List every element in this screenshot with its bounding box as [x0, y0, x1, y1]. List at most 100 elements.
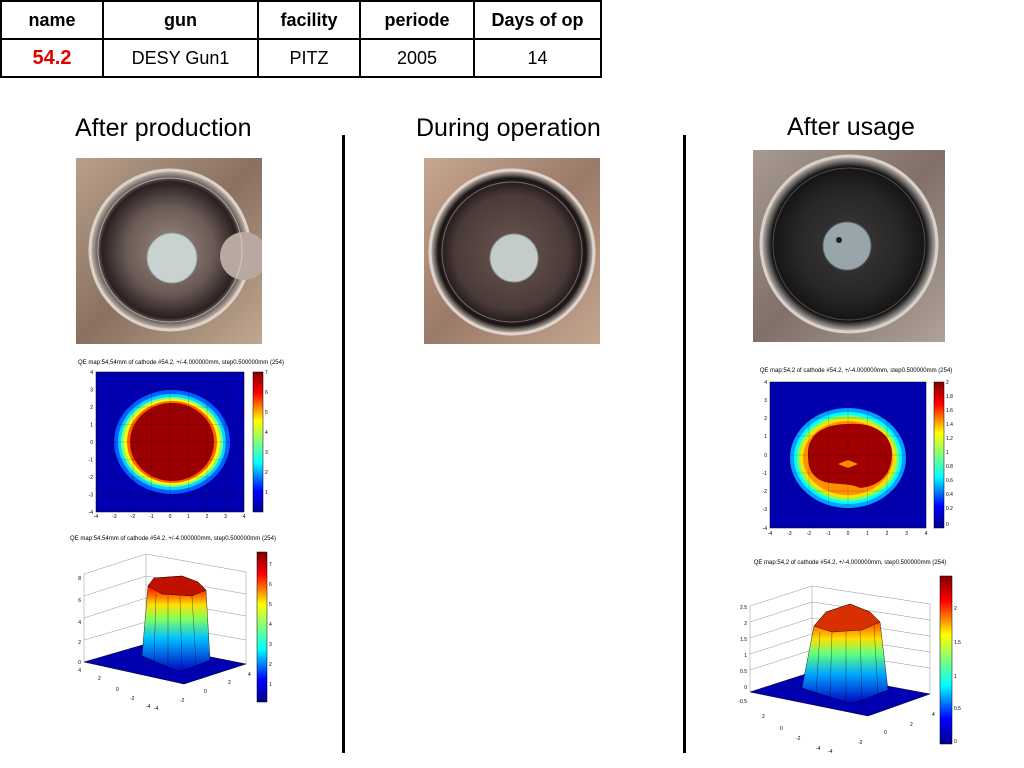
au-2d-x-ticks: -4 -3 -2 -1 0 1 2 3 4: [768, 531, 928, 537]
x-tick: 2: [228, 680, 231, 686]
x-tick: -1: [826, 531, 831, 537]
colorbar-tick: 6: [265, 390, 268, 396]
qe-map-2d-after-production: QE map:54,54mm of cathode #54.2, +/-4.00…: [78, 360, 284, 520]
qe-surface-3d-after-usage: QE map:54,2 of cathode #54.2, +/-4.00000…: [732, 560, 968, 756]
z-tick: 0.5: [740, 669, 747, 675]
y-tick: -3: [89, 493, 94, 499]
x-tick: 2: [910, 722, 913, 728]
z-tick: -0.5: [738, 699, 747, 705]
ap-3d-axis-ticks: 4 2 0 -2 -4 -4 -2 0 2 4: [78, 668, 251, 712]
x-tick: 0: [169, 514, 172, 520]
x-tick: 4: [932, 712, 935, 718]
x-tick: -2: [807, 531, 812, 537]
z-tick: 0: [78, 660, 81, 666]
z-tick: 6: [78, 598, 81, 604]
header-periode: periode: [359, 0, 475, 40]
y-tick: 2: [764, 416, 767, 422]
title-after-usage: After usage: [787, 113, 915, 141]
au-3d-axis-ticks: 2 0 -2 -4 -4 -2 0 2 4: [762, 712, 935, 755]
colorbar-tick: 3: [269, 642, 272, 648]
au-2d-colorbar-ticks: 2 1.8 1.6 1.4 1.2 1 0.8 0.6 0.4 0.2 0: [946, 380, 953, 528]
photo-during-operation: [424, 158, 600, 344]
divider-right: [683, 135, 686, 753]
qe-map-2d-after-production-title: QE map:54,54mm of cathode #54.2, +/-4.00…: [78, 360, 284, 366]
photo-after-usage: [753, 150, 945, 342]
x-tick: 0: [847, 531, 850, 537]
header-gun: gun: [102, 0, 259, 40]
y-tick: -1: [763, 471, 768, 477]
qe-surface-3d-after-production-title: QE map:54,54mm of cathode #54.2, +/-4.00…: [70, 536, 276, 542]
x-tick: -2: [180, 698, 185, 704]
cell-facility: PITZ: [257, 38, 361, 78]
header-days-of-op: Days of op: [473, 0, 602, 40]
colorbar-tick: 4: [265, 430, 268, 436]
x-tick: 4: [248, 672, 251, 678]
colorbar-tick: 2: [265, 470, 268, 476]
colorbar-tick: 0.6: [946, 478, 953, 484]
header-facility: facility: [257, 0, 361, 40]
y-tick: 3: [764, 398, 767, 404]
qe-map-2d-after-usage: QE map:54,2 of cathode #54.2, +/-4.00000…: [756, 368, 956, 538]
x-tick: 1: [187, 514, 190, 520]
colorbar-tick: 1: [954, 674, 957, 680]
x-tick: 2: [886, 531, 889, 537]
colorbar-tick: 5: [265, 410, 268, 416]
divider-left: [342, 135, 345, 753]
y-tick: 0: [116, 687, 119, 693]
z-tick: 4: [78, 620, 81, 626]
x-tick: 4: [243, 514, 246, 520]
y-tick: -4: [89, 510, 94, 516]
colorbar-tick: 0: [946, 522, 949, 528]
x-tick: -3: [112, 514, 117, 520]
z-tick: 0: [744, 685, 747, 691]
qe-surface-3d-after-production: QE map:54,54mm of cathode #54.2, +/-4.00…: [62, 536, 284, 714]
x-tick: -4: [768, 531, 773, 537]
x-tick: 0: [204, 689, 207, 695]
y-tick: 4: [78, 668, 81, 674]
x-tick: 4: [925, 531, 928, 537]
x-tick: -4: [828, 749, 833, 755]
colorbar-tick: 1.4: [946, 422, 953, 428]
colorbar-tick: 1.5: [954, 640, 961, 646]
colorbar-tick: 3: [265, 450, 268, 456]
colorbar-tick: 1: [946, 450, 949, 456]
y-tick: -3: [763, 507, 768, 513]
y-tick: -1: [89, 458, 94, 464]
colorbar-tick: 1.2: [946, 436, 953, 442]
x-tick: 3: [224, 514, 227, 520]
colorbar-tick: 0.8: [946, 464, 953, 470]
colorbar-tick: 0.5: [954, 706, 961, 712]
cathode-info-table: name gun facility periode Days of op 54.…: [0, 0, 602, 78]
colorbar-tick: 1.6: [946, 408, 953, 414]
au-2d-y-ticks: -4 -3 -2 -1 0 1 2 3 4: [763, 380, 768, 532]
x-tick: -4: [94, 514, 99, 520]
colorbar-tick: 2: [269, 662, 272, 668]
x-tick: 0: [884, 730, 887, 736]
au-3d-z-ticks: 2.5 2 1.5 1 0.5 0 -0.5: [738, 605, 747, 705]
x-tick: -1: [149, 514, 154, 520]
y-tick: -2: [796, 736, 801, 742]
qe-map-2d-after-usage-title: QE map:54,2 of cathode #54.2, +/-4.00000…: [759, 368, 953, 374]
colorbar-tick: 0: [954, 739, 957, 745]
colorbar-tick: 0.2: [946, 506, 953, 512]
ap-2d-x-ticks: -4 -3 -2 -1 0 1 2 3 4: [94, 514, 246, 520]
z-tick: 2: [78, 640, 81, 646]
x-tick: -2: [858, 740, 863, 746]
colorbar-tick: 6: [269, 582, 272, 588]
ap-3d-z-ticks: 8 6 4 2 0: [78, 576, 81, 666]
y-tick: -4: [146, 704, 151, 710]
z-tick: 8: [78, 576, 81, 582]
z-tick: 1.5: [740, 637, 747, 643]
z-tick: 2.5: [740, 605, 747, 611]
y-tick: 3: [90, 388, 93, 394]
qe-surface-3d-after-usage-title: QE map:54,2 of cathode #54.2, +/-4.00000…: [753, 560, 947, 566]
colorbar-tick: 7: [265, 370, 268, 376]
colorbar-tick: 0.4: [946, 492, 953, 498]
y-tick: 2: [762, 714, 765, 720]
y-tick: 1: [90, 423, 93, 429]
y-tick: 2: [98, 676, 101, 682]
y-tick: 4: [764, 380, 767, 386]
cell-periode: 2005: [359, 38, 475, 78]
photo-after-production: [76, 158, 262, 344]
colorbar-tick: 1.8: [946, 394, 953, 400]
